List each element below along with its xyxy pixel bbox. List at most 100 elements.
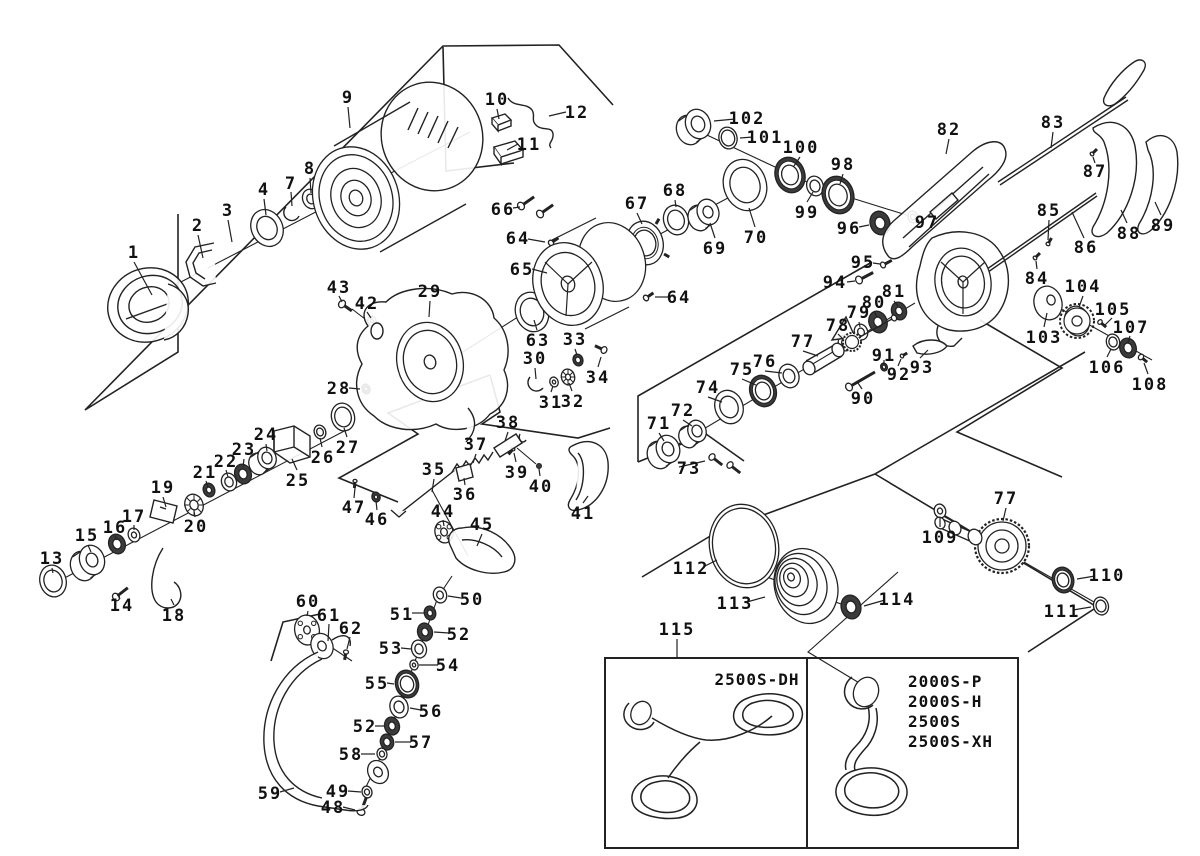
part-label-85: 85	[1037, 201, 1061, 221]
part-label-87: 87	[1083, 162, 1107, 182]
washer-part	[423, 605, 437, 621]
part-outline	[448, 526, 516, 574]
part-outline	[1102, 59, 1146, 107]
variant-right-model-2500S: 2500S	[908, 712, 961, 731]
part-label-97: 97	[915, 213, 939, 233]
part-outline	[811, 355, 843, 375]
washer-part	[376, 747, 388, 761]
part-label-102: 102	[729, 109, 766, 129]
part-outline	[398, 469, 456, 515]
part-label-36: 36	[453, 485, 477, 505]
handle-drawing	[742, 699, 794, 729]
part-label-94: 94	[823, 273, 847, 293]
part-label-32: 32	[561, 392, 585, 412]
part-label-73: 73	[677, 459, 701, 479]
screw-part	[854, 271, 874, 285]
screw-part	[899, 351, 908, 359]
part-label-54: 54	[436, 656, 460, 676]
part-outline	[929, 192, 959, 220]
handle-drawing	[640, 780, 691, 814]
handle-drawing	[835, 767, 908, 816]
screw-part	[1089, 147, 1099, 157]
washer-part	[107, 533, 127, 555]
screw-part	[726, 461, 742, 475]
part-label-78: 78	[826, 316, 850, 336]
washer-part	[39, 564, 67, 598]
washer-part	[748, 374, 778, 408]
washer-part	[250, 208, 284, 248]
washer-part	[572, 353, 584, 367]
washer-part	[840, 594, 862, 620]
part-label-27: 27	[336, 438, 360, 458]
part-label-43: 43	[327, 278, 351, 298]
washer-part	[409, 659, 419, 671]
part-label-70: 70	[744, 228, 768, 248]
part-label-29: 29	[418, 282, 442, 302]
part-label-13: 13	[40, 549, 64, 569]
part-label-77: 77	[994, 489, 1018, 509]
part-label-88: 88	[1117, 224, 1141, 244]
screw-part	[337, 299, 353, 313]
part-label-98: 98	[831, 155, 855, 175]
part-label-64: 64	[667, 288, 691, 308]
part-label-7: 7	[285, 174, 297, 194]
part-label-107: 107	[1113, 318, 1150, 338]
part-outline	[379, 203, 467, 253]
part-label-40: 40	[529, 477, 553, 497]
part-outline	[455, 463, 474, 482]
washer-part	[879, 362, 889, 372]
washer-part	[416, 622, 434, 642]
part-label-28: 28	[327, 379, 351, 399]
part-label-21: 21	[193, 463, 217, 483]
part-label-1: 1	[128, 243, 140, 263]
part-label-26: 26	[311, 448, 335, 468]
part-outline	[857, 318, 893, 339]
part-label-30: 30	[523, 349, 547, 369]
part-label-25: 25	[286, 471, 310, 491]
screw-part	[342, 649, 350, 661]
part-outline	[575, 452, 585, 501]
part-outline	[500, 150, 524, 165]
part-label-63: 63	[526, 331, 550, 351]
screw-part	[1097, 319, 1108, 329]
part-outline	[390, 509, 407, 518]
variant-box-border	[604, 657, 1019, 849]
part-label-47: 47	[342, 498, 366, 518]
variant-right-model-2000S-H: 2000S-H	[908, 692, 982, 711]
part-label-31: 31	[539, 393, 563, 413]
part-label-74: 74	[696, 378, 720, 398]
washer-part	[722, 158, 768, 212]
part-label-12: 12	[565, 103, 589, 123]
part-label-83: 83	[1041, 113, 1065, 133]
part-label-60: 60	[296, 592, 320, 612]
screw-part	[516, 195, 535, 211]
part-label-93: 93	[910, 358, 934, 378]
ball-part	[536, 463, 542, 469]
part-label-65: 65	[510, 260, 534, 280]
washer-part	[69, 544, 106, 582]
washer-part	[646, 434, 681, 470]
washer-part	[708, 503, 780, 589]
part-label-19: 19	[151, 478, 175, 498]
part-label-75: 75	[730, 360, 754, 380]
part-label-17: 17	[122, 507, 146, 527]
part-label-66: 66	[491, 200, 515, 220]
part-drawings	[39, 59, 1179, 820]
part-label-67: 67	[625, 194, 649, 214]
part-label-55: 55	[365, 674, 389, 694]
part-label-76: 76	[753, 352, 777, 372]
washer-part	[389, 695, 409, 719]
part-label-41: 41	[571, 504, 595, 524]
screw-part	[642, 291, 655, 302]
part-label-91: 91	[872, 346, 896, 366]
part-label-16: 16	[103, 518, 127, 538]
part-outline	[283, 206, 300, 222]
part-outline	[417, 111, 429, 135]
part-label-99: 99	[795, 203, 819, 223]
part-label-68: 68	[663, 181, 687, 201]
part-label-20: 20	[184, 517, 208, 537]
part-outline	[908, 173, 990, 248]
part-label-95: 95	[851, 253, 875, 273]
